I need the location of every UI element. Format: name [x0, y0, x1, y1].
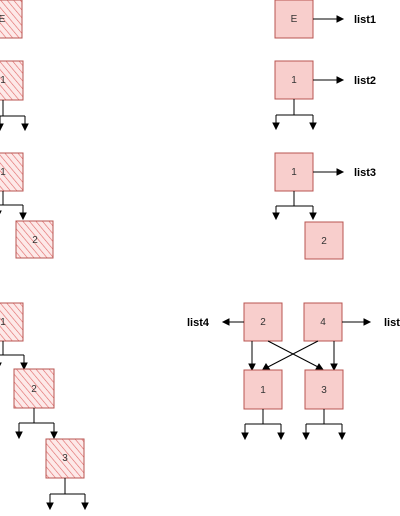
edge-fork [46, 478, 89, 511]
list-label-5: list5 [384, 317, 400, 329]
node-1: 1 [243, 369, 283, 410]
node-2: 2 [304, 221, 344, 260]
edge-fork [15, 408, 58, 440]
node-1: 1 [274, 152, 314, 192]
node-label: 1 [291, 167, 297, 178]
edge-fork [0, 191, 27, 221]
list-label-2: list2 [354, 75, 376, 87]
edge-fork [302, 409, 346, 441]
edge-down [330, 341, 338, 372]
node-label: 4 [320, 317, 326, 328]
edge-fork [0, 100, 29, 132]
node-label: 1 [0, 75, 6, 86]
edge-arrow-right [313, 15, 345, 23]
node-label: 2 [31, 384, 37, 395]
node-sketch-1: 1 [0, 302, 24, 342]
list-label-4: list4 [187, 317, 210, 329]
node-label: 2 [32, 235, 38, 246]
node-sketch-2: 2 [13, 368, 55, 409]
node-sketch-1: 1 [0, 152, 24, 192]
edge-arrow-right [342, 318, 372, 326]
edge-fork [272, 191, 317, 221]
node-sketch-3: 3 [45, 438, 85, 479]
edge-arrow-right [313, 76, 345, 84]
edge-cross [261, 340, 319, 372]
node-sketch-1: 1 [0, 60, 24, 101]
node-label: 1 [260, 385, 266, 396]
node-label: 2 [321, 236, 327, 247]
node-label: 1 [291, 75, 297, 86]
edge-arrow-right [313, 168, 345, 176]
node-label: 1 [0, 167, 6, 178]
node-E: E [274, 0, 314, 39]
edge-fork [0, 341, 28, 371]
node-label: 3 [321, 385, 327, 396]
node-label: E [0, 14, 6, 25]
node-label: E [291, 14, 298, 25]
node-3: 3 [304, 369, 344, 410]
edge-fork [241, 409, 285, 441]
list-label-1: list1 [354, 14, 376, 26]
edge-down [248, 341, 256, 372]
node-label: 1 [0, 317, 6, 328]
edge-arrow-left [221, 318, 244, 326]
edge-cross [267, 340, 326, 372]
node-4: 4 [303, 302, 343, 342]
node-1: 1 [274, 60, 314, 100]
list-label-3: list3 [354, 167, 376, 179]
edge-fork [272, 99, 317, 131]
node-sketch-E: E [0, 0, 23, 39]
node-2: 2 [243, 302, 283, 342]
node-label: 3 [62, 453, 68, 464]
node-sketch-2: 2 [15, 220, 54, 259]
node-label: 2 [260, 317, 266, 328]
